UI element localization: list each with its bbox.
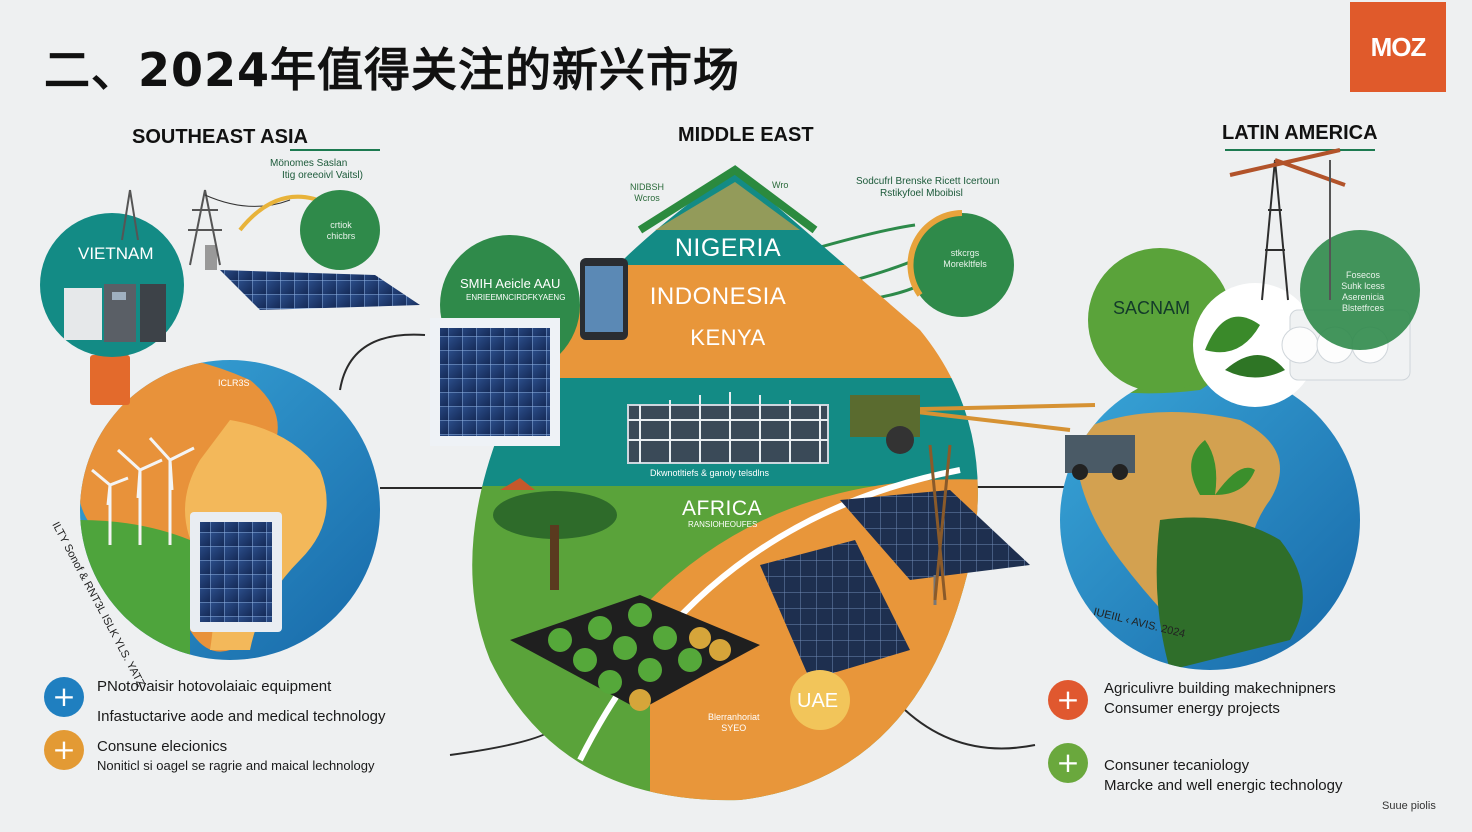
seedling-icon: [1191, 440, 1255, 495]
country-kenya: KENYA: [690, 325, 766, 350]
infra-caption: Dkwnotltiefs & ganoly telsdlns: [650, 468, 770, 478]
drilling-tower-icon: [1229, 148, 1346, 301]
region-middle-east: MIDDLE EAST: [678, 124, 814, 146]
smartphone-icon: [580, 258, 628, 340]
southeast-asia-globe: [40, 189, 420, 660]
legend-right-2-line-1: Consuner tecaniology: [1104, 757, 1250, 774]
infrastructure-building-icon: [627, 392, 829, 464]
leaf-plant-icon: [1193, 283, 1317, 407]
country-vietnam: VIETNAM: [78, 244, 154, 263]
legend-right-2-line-2: Marcke and well energic technology: [1104, 777, 1343, 794]
legend-left-2-line-1: Consune elecionics: [97, 738, 228, 755]
uae-note: Blerranhoriat SYEO: [708, 712, 760, 733]
power-pylon-icon: [121, 189, 291, 266]
roof-left-label: NIDBSH Wcros: [630, 182, 665, 203]
me-note-1: Sodcufrl Brenske Ricett Icertoun: [856, 176, 1000, 187]
africa-sub: RANSIOHEOUFES: [688, 520, 758, 529]
legend-right-1-line-2: Consumer energy projects: [1104, 700, 1280, 717]
plus-icon: +: [1048, 743, 1088, 783]
sea-note-2: Itig oreeoivl Vaitsl): [282, 170, 363, 181]
sea-map-label: ICLR3S: [218, 378, 250, 388]
country-sacnam: SACNAM: [1113, 298, 1191, 318]
rooftop-solar-panel-icon: [205, 245, 420, 310]
sea-note-1: Mönomes Saslan: [270, 158, 348, 169]
solar-panel-large-icon: [430, 318, 560, 446]
farm-plots-icon: [510, 595, 760, 711]
country-nigeria: NIGERIA: [674, 234, 782, 262]
la-note: Fosecos Suhk lcess Aserenicia Blstetfrce…: [1341, 270, 1385, 313]
region-southeast-asia: SOUTHEAST ASIA: [132, 126, 308, 148]
electronics-devices-icon: [64, 284, 166, 342]
plus-icon: +: [1048, 680, 1088, 720]
wind-turbine-icons: [91, 436, 195, 545]
tilted-solar-panel-2-icon: [840, 490, 1030, 580]
country-indonesia: INDONESIA: [649, 283, 787, 310]
country-africa: AFRICA: [681, 497, 762, 520]
smith-sub: ENRIEEMNCIRDFKYAENG: [466, 293, 566, 302]
tilted-solar-panel-icon: [760, 540, 910, 680]
me-bubble-text: stkcrgs Morekltfels: [943, 248, 987, 269]
country-uae: UAE: [797, 690, 839, 712]
page-title: 二、2024年值得关注的新兴市场: [44, 43, 741, 97]
roof-right-label: Wro: [772, 180, 789, 190]
sea-bubble-text: crtiok chicbrs: [326, 220, 356, 241]
center-market-shape: [430, 165, 1096, 801]
smith-label: SMIH Aeicle AAU: [460, 276, 561, 291]
plus-icon: +: [44, 730, 84, 770]
legend-left-2-line-2: Noniticl si oagel se ragrie and maical l…: [97, 758, 375, 773]
tree-icon: [493, 478, 617, 590]
legend-left-1-line-1: PNotovaisir hotovolaiaic equipment: [97, 678, 332, 695]
latin-america-globe: [1060, 148, 1420, 670]
plus-icon: +: [44, 677, 84, 717]
moz-logo: MOZ: [1350, 2, 1446, 92]
legend-left-1-line-2: Infastuctarive aode and medical technolo…: [97, 708, 386, 725]
crane-truck-icon: [850, 395, 1096, 601]
legend-right-1-line-1: Agriculivre building makechnipners: [1104, 680, 1336, 697]
source-note: Suue piolis: [1382, 800, 1436, 812]
me-note-2: Rstikyfoel Mboibisl: [880, 188, 963, 199]
region-latin-america: LATIN AMERICA: [1222, 122, 1378, 144]
solar-panel-icon: [190, 512, 282, 632]
